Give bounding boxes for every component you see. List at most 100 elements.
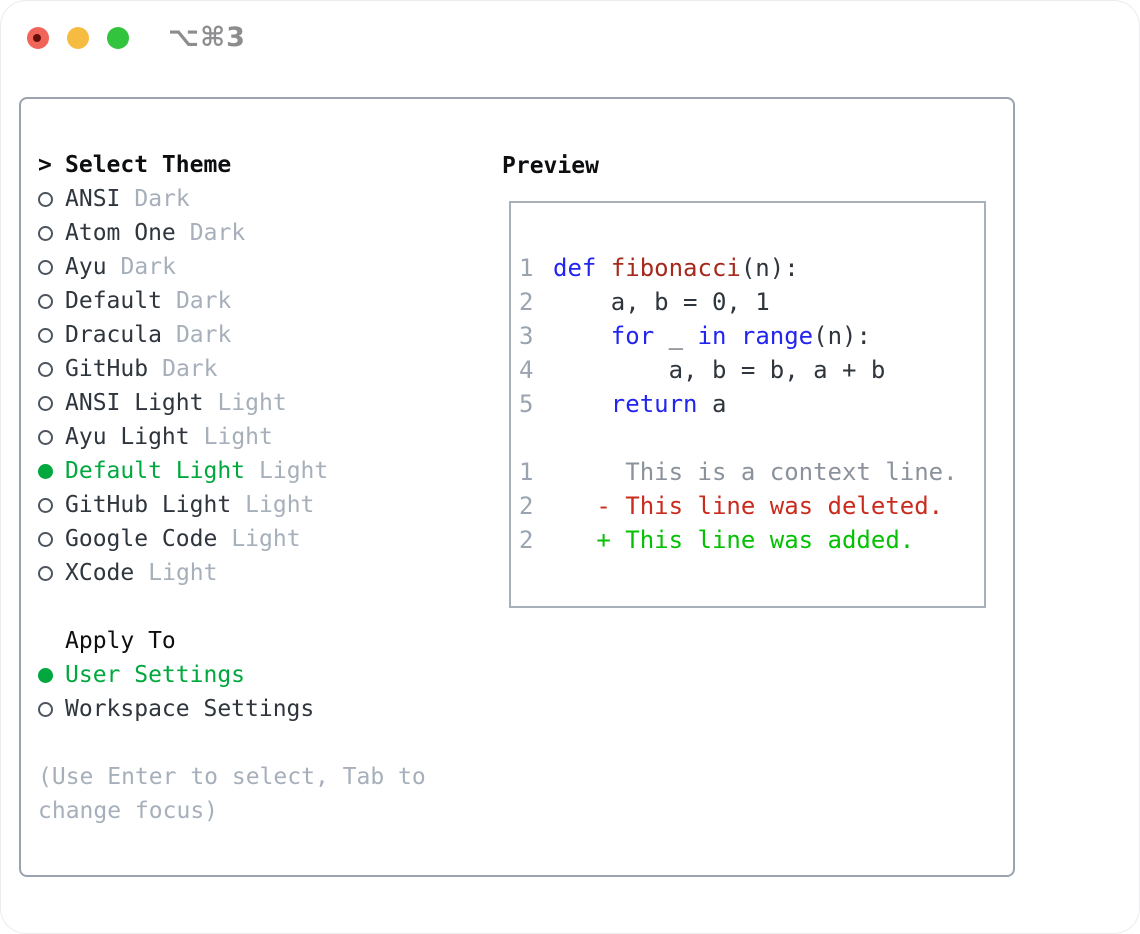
radio-unselected-icon [38,565,53,581]
code-line: 1 def fibonacci(n): [519,251,984,285]
code-token: (n): [740,254,799,282]
theme-option-atom-one[interactable]: Atom One Dark [38,216,478,250]
minimize-button[interactable] [67,27,89,49]
code-token: (n): [813,322,871,350]
zoom-button[interactable] [107,27,129,49]
code-token: fibonacci [610,254,741,282]
option-label: Ayu Light [65,424,190,450]
line-number: 1 [519,254,534,282]
theme-variant-label: Dark [120,254,176,280]
theme-variant-label: Light [217,390,287,416]
option-label: ANSI [65,186,121,212]
help-text: (Use Enter to select, Tab to change focu… [38,764,426,824]
theme-variant-label: Light [148,560,218,586]
option-label: Dracula [65,322,162,348]
line-content: a, b = 0, 1 [553,285,770,319]
code-token: + This line was added. [553,526,915,554]
code-token: This is a context line. [553,458,958,486]
line-number: 2 [519,492,534,520]
theme-option-ansi[interactable]: ANSI Dark [38,182,478,216]
theme-option-default-light[interactable]: Default Light Light [38,454,478,488]
theme-variant-label: Light [245,492,315,518]
line-number: 2 [519,288,534,316]
radio-unselected-icon [38,191,53,207]
option-label: Workspace Settings [65,696,315,722]
line-content: This is a context line. [553,455,958,489]
line-content: for _ in range(n): [553,319,871,353]
radio-selected-icon [38,667,53,683]
theme-variant-label: Dark [175,322,232,348]
radio-unselected-icon [38,429,53,445]
code-token: a [697,390,727,418]
option-label: User Settings [65,662,246,688]
theme-variant-label: Light [203,424,273,450]
theme-option-ayu-light[interactable]: Ayu Light Light [38,420,478,454]
theme-variant-label: Dark [175,288,232,314]
code-token [596,254,610,282]
line-number: 4 [519,356,534,384]
theme-variant-label: Dark [134,186,190,212]
theme-option-dracula[interactable]: Dracula Dark [38,318,478,352]
radio-unselected-icon [38,497,53,513]
line-number: 3 [519,322,534,350]
apply-option-user-settings[interactable]: User Settings [38,658,478,692]
option-label: XCode [65,560,135,586]
theme-variant-label: Light [231,526,301,552]
close-button[interactable] [27,27,49,49]
radio-unselected-icon [38,225,53,241]
radio-unselected-icon [38,395,53,411]
line-content: a, b = b, a + b [553,353,886,387]
option-label: GitHub [65,356,149,382]
code-line: 2 - This line was deleted. [519,489,984,523]
theme-option-google-code[interactable]: Google Code Light [38,522,478,556]
radio-selected-icon [38,463,53,479]
line-number: 2 [519,526,534,554]
apply-option-workspace-settings[interactable]: Workspace Settings [38,692,478,726]
option-label: Atom One [65,220,176,246]
code-token: a, b = 0, 1 [553,288,770,316]
line-content: def fibonacci(n): [553,251,799,285]
option-label: Ayu [65,254,107,280]
select-theme-header: > Select Theme [38,148,478,182]
code-line: 5 return a [519,387,984,421]
line-number: 5 [519,390,534,418]
code-line: 2 + This line was added. [519,523,984,557]
preview-title: Preview [502,153,599,179]
radio-unselected-icon [38,701,53,717]
option-label: Google Code [65,526,218,552]
code-token: _ [654,322,698,350]
option-label: Default Light [65,458,246,484]
code-token: def [553,254,597,282]
radio-unselected-icon [38,259,53,275]
radio-unselected-icon [38,531,53,547]
line-content: return a [553,387,727,421]
radio-unselected-icon [38,361,53,377]
theme-variant-label: Light [259,458,329,484]
theme-option-ayu[interactable]: Ayu Dark [38,250,478,284]
code-token: range [740,322,814,350]
window-title: ⌥⌘3 [168,22,246,53]
code-token: a, b = b, a + b [553,356,886,384]
line-number: 1 [519,458,534,486]
code-line: 2 a, b = 0, 1 [519,285,984,319]
code-line: 4 a, b = b, a + b [519,353,984,387]
theme-variant-label: Dark [189,220,246,246]
code-token [726,322,740,350]
traffic-lights [27,27,129,49]
theme-option-xcode[interactable]: XCode Light [38,556,478,590]
code-token: in [697,322,727,350]
code-line: 1 This is a context line. [519,455,984,489]
radio-unselected-icon [38,293,53,309]
code-token [553,390,611,418]
